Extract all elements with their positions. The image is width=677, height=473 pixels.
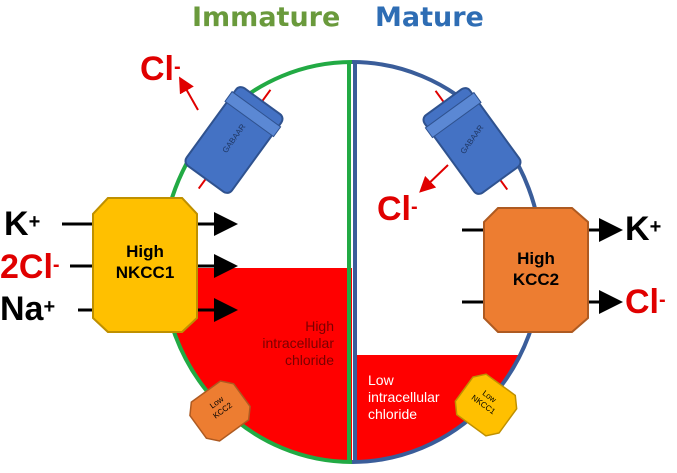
low-chloride-label: Low intracellular chloride (368, 372, 468, 423)
cl-ion-right-symbol: Cl (625, 283, 659, 321)
two-cl-ion-charge: - (52, 254, 60, 276)
two-cl-ion: 2Cl- (0, 250, 60, 284)
kcc2-label: High KCC2 (484, 248, 588, 290)
gabaa-receptor-left (184, 86, 284, 194)
cl-ion-right-top-charge: - (411, 196, 418, 218)
low-chloride-line2: intracellular (368, 389, 440, 405)
k-ion-left-charge: + (28, 211, 41, 233)
cl-ion-left-charge: - (174, 56, 181, 78)
cl-ion-left-symbol: Cl (140, 50, 174, 88)
cl-ion-right-top-symbol: Cl (377, 190, 411, 228)
gabaa-receptor-right (422, 87, 522, 195)
k-ion-left: K+ (4, 207, 40, 241)
kcc2-label-line1: High (517, 249, 555, 268)
nkcc1-label: High NKCC1 (93, 241, 197, 283)
k-ion-right-symbol: K (625, 210, 650, 248)
k-ion-left-symbol: K (4, 205, 29, 243)
mature-header: Mature (375, 2, 484, 33)
high-chloride-label: High intracellular chloride (234, 318, 334, 369)
cl-ion-left: Cl- (140, 52, 181, 86)
high-chloride-line3: chloride (284, 352, 334, 368)
low-kcc2-transporter (189, 380, 251, 442)
na-ion-symbol: Na (0, 290, 44, 328)
high-chloride-line2: intracellular (262, 335, 334, 351)
high-chloride-line1: High (305, 318, 334, 334)
cl-influx-arrow (419, 164, 449, 193)
k-ion-right-charge: + (649, 216, 662, 238)
cl-ion-right: Cl- (625, 285, 666, 319)
na-ion: Na+ (0, 292, 55, 326)
two-cl-ion-symbol: 2Cl (0, 248, 53, 286)
na-ion-charge: + (43, 296, 56, 318)
cl-ion-right-charge: - (659, 289, 666, 311)
cl-ion-right-top: Cl- (377, 192, 418, 226)
nkcc1-label-line2: NKCC1 (115, 263, 175, 282)
nkcc1-transporter-front (92, 197, 198, 333)
immature-header: Immature (192, 2, 341, 33)
cl-efflux-arrow (179, 76, 199, 111)
k-ion-right: K+ (625, 212, 661, 246)
low-nkcc1-transporter (454, 373, 518, 437)
low-chloride-line1: Low (368, 372, 394, 388)
low-chloride-line3: chloride (368, 406, 418, 422)
kcc2-transporter (483, 207, 589, 333)
kcc2-label-line2: KCC2 (512, 270, 560, 289)
nkcc1-label-line1: High (126, 242, 164, 261)
